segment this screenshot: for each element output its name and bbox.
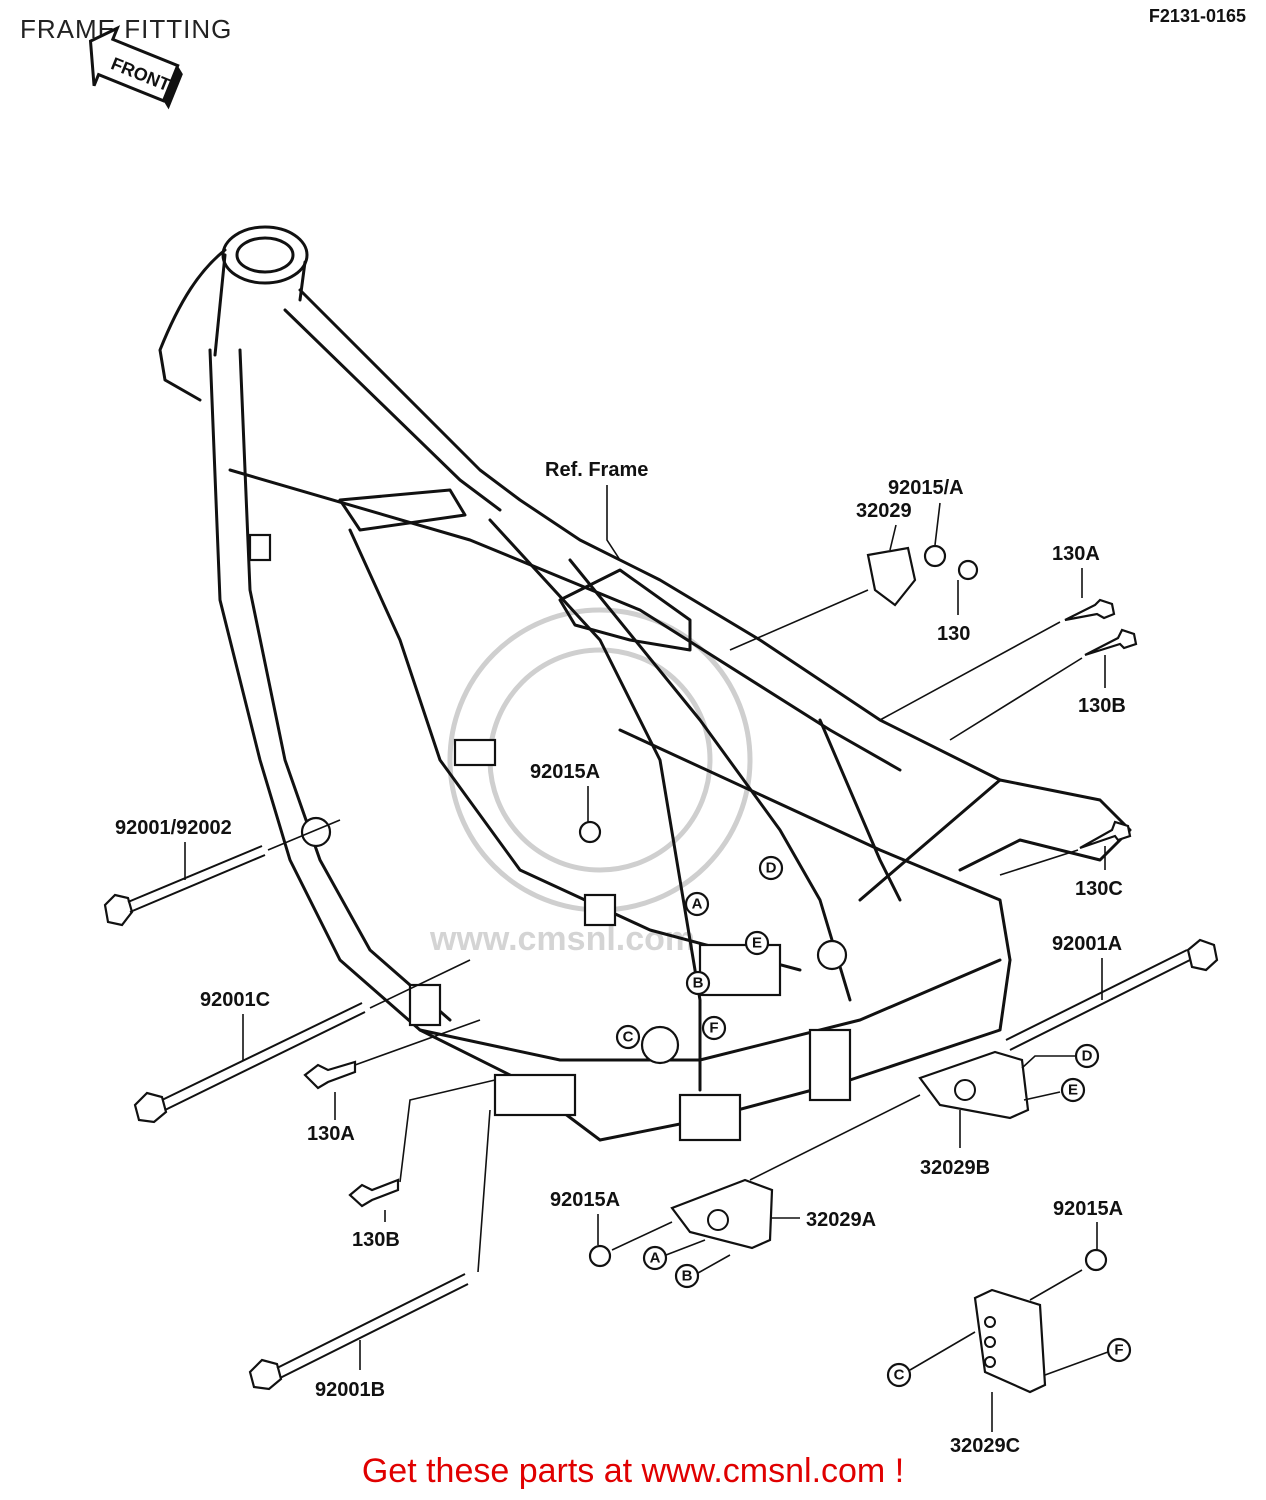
label-130: 130 [937,623,970,645]
label-32029c: 32029C [950,1435,1020,1457]
label-92001c: 92001C [200,989,270,1011]
motorcycle-frame [158,225,1132,1142]
callout-e2: E [1060,1077,1086,1103]
label-92001-92002: 92001/92002 [115,817,232,839]
part-32029-plate [866,546,917,607]
part-92001b-bolt-head [248,1358,283,1391]
label-92015a-bottom: 92015A [550,1189,620,1211]
part-130a-bolt [1064,598,1116,622]
part-32029a-bracket [670,1178,774,1250]
label-130b-right: 130B [1078,695,1126,717]
svg-text:F: F [709,1020,718,1037]
ref-frame-label: Ref. Frame [545,459,648,481]
callout-a1: A [684,891,710,917]
part-130-bolt [957,559,979,581]
part-92001c-bolt-head [133,1091,168,1124]
watermark-text: www.cmsnl.com [429,920,695,958]
svg-text:D: D [1082,1048,1093,1065]
part-130c-bolt [1079,820,1132,850]
part-130b-bolt [1084,628,1138,657]
part-92015a-mid-nut [578,820,602,844]
callout-f1: F [701,1015,727,1041]
callout-a2: A [642,1245,668,1271]
svg-text:E: E [752,935,762,952]
label-32029a: 32029A [806,1209,876,1231]
label-130a-left: 130A [307,1123,355,1145]
label-92001b: 92001B [315,1379,385,1401]
part-92001a-bolt-head [1186,938,1219,972]
footer-link[interactable]: Get these parts at www.cmsnl.com ! [361,1452,905,1490]
label-92015a-right: 92015A [1053,1198,1123,1220]
callout-b2: B [674,1263,700,1289]
part-92015a-right-nut [1084,1248,1108,1272]
part-130a-left-bolt [303,1060,357,1090]
label-130a-right: 130A [1052,543,1100,565]
svg-text:F: F [1114,1342,1123,1359]
label-130b-left: 130B [352,1229,400,1251]
svg-text:E: E [1068,1082,1078,1099]
label-32029: 32029 [856,500,912,522]
label-32029b: 32029B [920,1157,990,1179]
svg-text:A: A [692,896,703,913]
part-130b-left-bolt [348,1178,400,1208]
label-92015a-mid: 92015A [530,761,600,783]
part-92015a-bottom-nut [588,1244,612,1268]
label-92001a: 92001A [1052,933,1122,955]
part-92001-bolt-head [103,893,134,927]
callout-e1: E [744,930,770,956]
callout-c1: C [615,1024,641,1050]
diagram-title: FRAME FITTING [20,14,233,44]
callout-f2: F [1106,1337,1132,1363]
label-130c: 130C [1075,878,1123,900]
svg-text:C: C [894,1367,905,1384]
callout-d1: D [758,855,784,881]
callout-c2: C [886,1362,912,1388]
callout-b1: B [685,970,711,996]
svg-text:B: B [693,975,704,992]
svg-text:B: B [682,1268,693,1285]
label-92015-a-top: 92015/A [888,477,964,499]
svg-text:A: A [650,1250,661,1267]
svg-text:D: D [766,860,777,877]
svg-text:C: C [623,1029,634,1046]
part-92015-a-nut [923,544,947,568]
callout-d2: D [1074,1043,1100,1069]
diagram-code: F2131-0165 [1148,6,1246,26]
front-arrow-icon: FRONT [88,25,183,110]
